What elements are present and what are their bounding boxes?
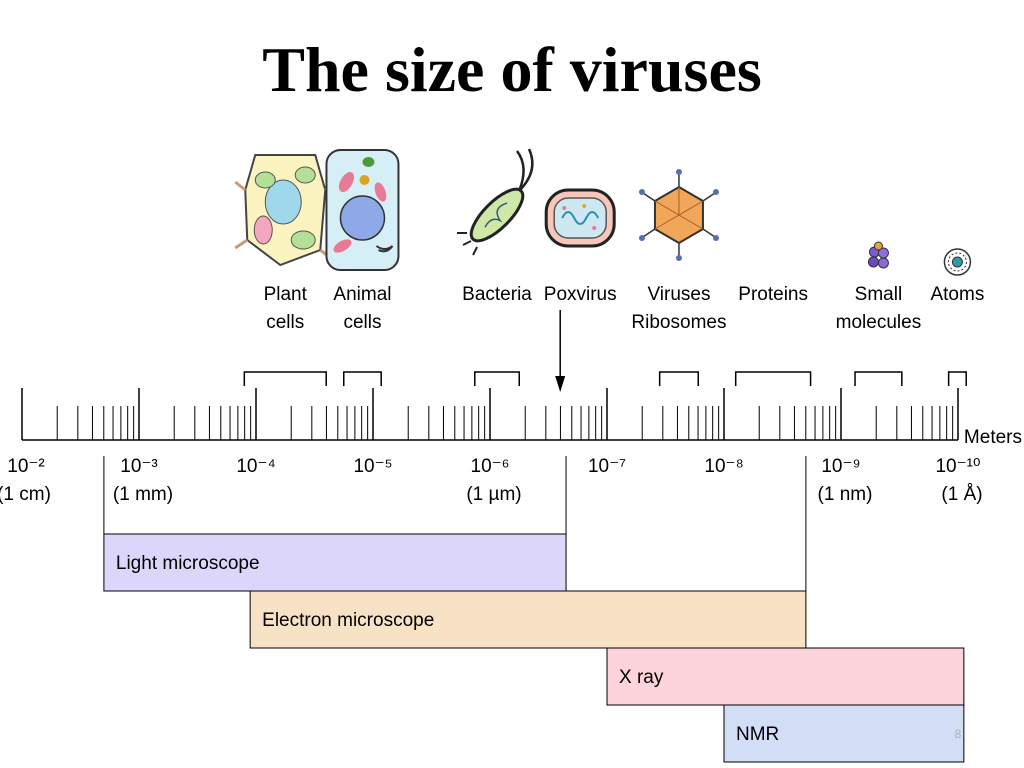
page-number: 8: [955, 727, 962, 741]
range-bracket: [947, 371, 967, 386]
unit-label: (1 mm): [113, 484, 173, 505]
unit-label: (1 Å): [941, 484, 982, 505]
technique-bar: [103, 533, 567, 592]
power-label: 10⁻⁴: [236, 456, 275, 477]
virus-icon: [638, 169, 719, 261]
range-bracket: [474, 371, 520, 386]
technique-bar: [723, 704, 965, 763]
power-label: 10⁻⁶: [471, 456, 510, 477]
object-label: cells: [266, 312, 304, 333]
animal-cell-icon: [325, 149, 400, 271]
range-bracket: [343, 371, 382, 386]
power-label: 10⁻⁸: [704, 456, 743, 477]
unit-label: (1 cm): [0, 484, 51, 505]
technique-bar: [249, 590, 807, 649]
plant-cell-icon: [234, 154, 339, 267]
range-bracket: [658, 371, 700, 386]
object-label: Plant: [264, 284, 308, 305]
object-label: Animal: [333, 284, 391, 305]
technique-label: NMR: [736, 724, 779, 745]
icon-layer: [234, 148, 972, 276]
object-label: Poxvirus: [544, 284, 617, 305]
power-labels: 10⁻² (1 cm) 10⁻³ (1 mm) 10⁻⁴ 10⁻⁵ 10⁻⁶ (1 µm) 10…: [0, 456, 983, 505]
range-bracket: [243, 371, 327, 386]
object-label: Viruses: [647, 284, 710, 305]
object-label: cells: [343, 312, 381, 333]
axis-unit-label: Meters: [964, 427, 1022, 448]
scale-ticks: [21, 388, 959, 441]
bacteria-icon: [457, 148, 534, 256]
technique-label: X ray: [619, 667, 664, 688]
power-label: 10⁻⁵: [353, 456, 392, 477]
atom-icon: [943, 248, 972, 276]
technique-label: Electron microscope: [262, 610, 434, 631]
unit-label: (1 nm): [818, 484, 873, 505]
power-label: 10⁻⁷: [588, 456, 626, 477]
object-label: molecules: [836, 312, 922, 333]
power-label: 10⁻²: [7, 456, 45, 477]
poxvirus-icon: [544, 188, 616, 248]
power-label: 10⁻³: [120, 456, 158, 477]
slide-title: The size of viruses: [262, 34, 762, 105]
object-label: Atoms: [930, 284, 984, 305]
power-label: 10⁻⁹: [821, 456, 860, 477]
object-labels: Plant cells Animal cells Bacteria Poxvirus Vir…: [243, 284, 984, 392]
range-bracket: [734, 371, 812, 386]
object-label: Ribosomes: [631, 312, 726, 333]
power-label: 10⁻¹⁰: [935, 456, 980, 477]
object-label: Small: [855, 284, 903, 305]
technique-label: Light microscope: [116, 553, 260, 574]
range-bracket: [854, 371, 903, 386]
object-label: Proteins: [738, 284, 808, 305]
technique-bar: [606, 647, 965, 706]
pointer-arrowhead: [555, 376, 566, 392]
object-label: Bacteria: [462, 284, 532, 305]
unit-label: (1 µm): [466, 484, 521, 505]
small-molecule-icon: [867, 241, 889, 269]
